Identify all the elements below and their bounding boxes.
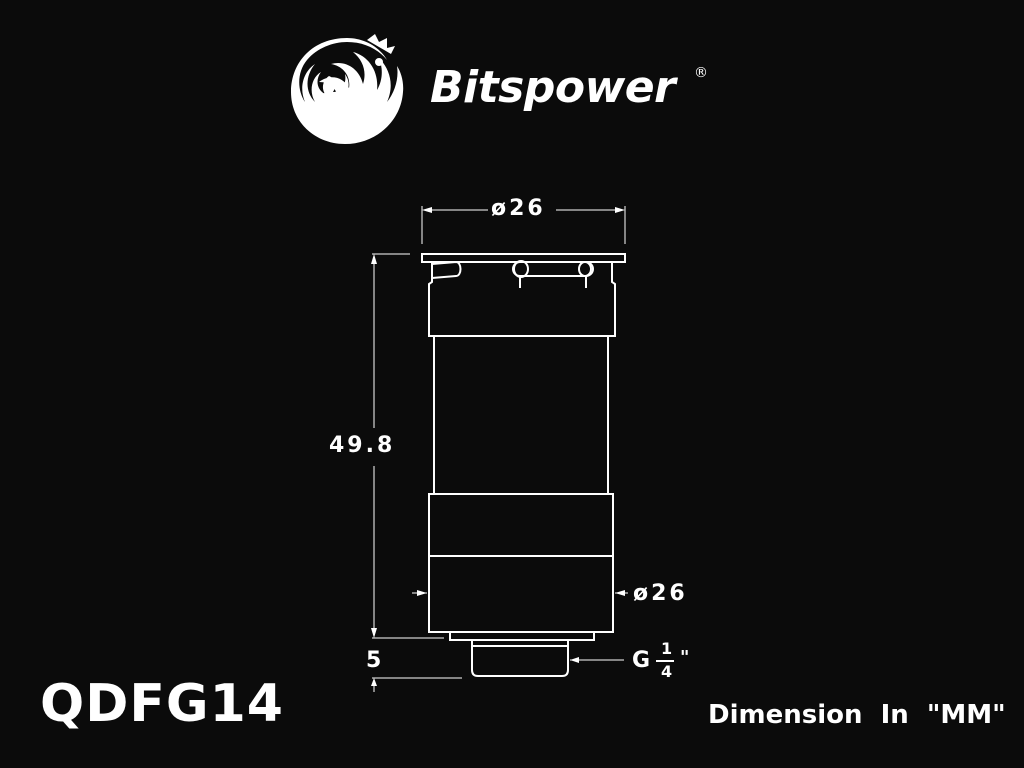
base-ring <box>428 555 614 633</box>
lock-pin-left <box>431 260 462 279</box>
fraction-bar <box>656 660 674 662</box>
thread-prefix: G <box>632 648 651 673</box>
height-label: 49.8 <box>329 433 396 458</box>
bitspower-dragon-logo-icon <box>291 34 404 144</box>
top-diameter-label: ø26 <box>491 196 546 221</box>
lower-collar <box>428 493 614 557</box>
unit-note: Dimension In "MM" <box>708 700 1006 730</box>
thread-suffix: " <box>680 647 693 668</box>
thread-denominator: 4 <box>661 662 673 681</box>
locking-ring <box>428 262 616 337</box>
bottom-diameter-label: ø26 <box>633 581 688 606</box>
registered-mark: ® <box>694 65 708 81</box>
body <box>433 335 609 495</box>
model-code: QDFG14 <box>40 674 284 734</box>
brand-name: Bitspower <box>430 62 676 113</box>
thread-length-label: 5 <box>366 648 385 673</box>
base-plate <box>449 631 595 641</box>
thread <box>471 640 569 677</box>
thread-numerator: 1 <box>661 639 673 658</box>
